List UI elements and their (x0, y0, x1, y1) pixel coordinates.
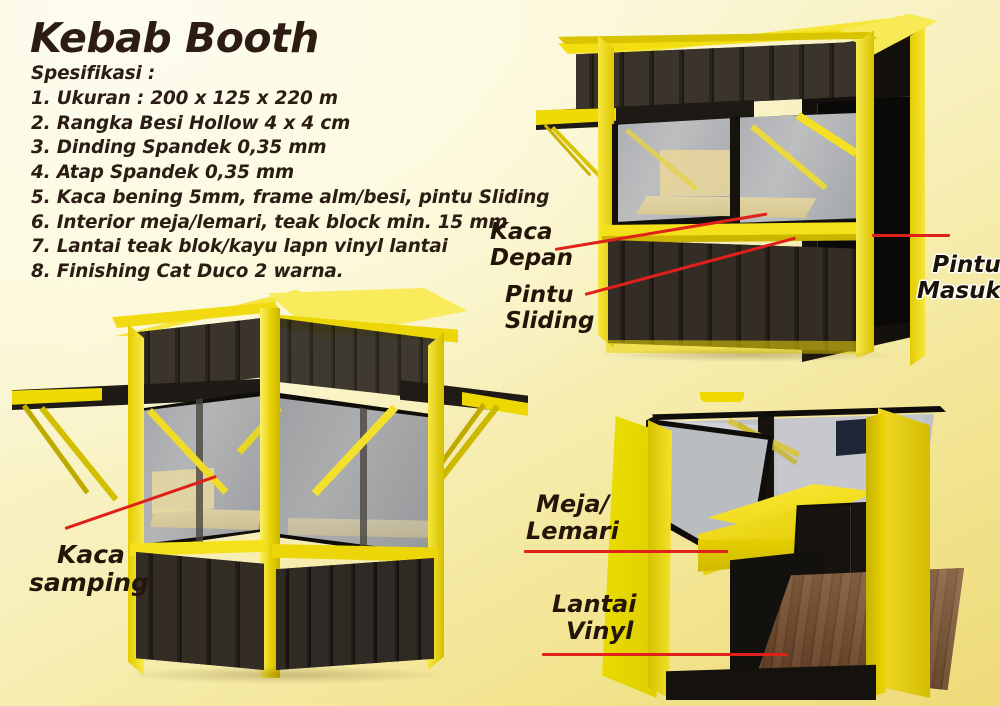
sliding-door-mullion[interactable] (730, 115, 740, 229)
label-meja-lemari-line1: Meja/ (536, 490, 610, 518)
spec-item-4: 4. Atap Spandek 0,35 mm (31, 162, 295, 183)
mullion-right-face[interactable] (360, 407, 367, 561)
leader-meja-lemari (524, 550, 728, 554)
lower-spandek-wall (608, 240, 866, 352)
mullion-left-face[interactable] (196, 398, 203, 547)
front-post-right (856, 30, 874, 358)
label-pintu-masuk-line1: Pintu (932, 252, 1000, 278)
awning-edge-trim (536, 108, 616, 126)
label-kaca-depan: Kaca Depan (490, 219, 573, 272)
booth-corner-perspective (0, 280, 528, 706)
label-pintu-masuk-line2: Masuk (917, 277, 1000, 304)
interior-right-post (866, 412, 886, 698)
interior-threshold (666, 664, 876, 700)
interior-counter (636, 196, 816, 218)
base-rail (606, 340, 868, 354)
specification-list: Spesifikasi : 1. Ukuran : 200 x 125 x 22… (31, 62, 550, 285)
page-title: Kebab Booth (30, 14, 319, 62)
label-pintu-sliding-line1: Pintu (505, 282, 574, 308)
label-kaca-samping: Kaca samping (29, 540, 149, 597)
lower-wall-right (276, 558, 434, 670)
spec-item-2: 2. Rangka Besi Hollow 4 x 4 cm (31, 112, 351, 134)
ground-shadow-front (600, 348, 900, 362)
booth-interior-view (590, 392, 1000, 706)
spec-item-7: 7. Lantai teak blok/kayu lapn vinyl lant… (31, 236, 448, 258)
awning-right-strut (438, 404, 500, 481)
label-pintu-masuk: Pintu Masuk (917, 252, 1000, 305)
spec-heading: Spesifikasi : (31, 63, 156, 84)
lower-wall-left (136, 552, 264, 670)
label-lantai-vinyl-line1: Lantai (552, 590, 637, 618)
spec-item-3: 3. Dinding Spandek 0,35 mm (31, 137, 327, 159)
sill-rail-right (272, 544, 438, 562)
awning-left-trim (12, 388, 102, 405)
spec-item-8: 8. Finishing Cat Duco 2 warna. (31, 261, 344, 282)
ground-shadow-corner (120, 666, 450, 684)
label-pintu-sliding: Pintu Sliding (505, 282, 595, 335)
sill-rail-left (130, 540, 266, 556)
spec-item-6: 6. Interior meja/lemari, teak block min.… (31, 211, 508, 233)
spec-item-1: 1. Ukuran : 200 x 125 x 220 m (31, 87, 338, 109)
sill-shadow (602, 234, 872, 243)
booth-front-perspective (536, 0, 1000, 400)
interior-roof-nub (700, 392, 744, 402)
upper-spandek-band (576, 42, 856, 110)
interior-right-wall (878, 408, 930, 698)
leader-lantai-vinyl (542, 653, 788, 657)
interior-wall-glow (660, 150, 738, 196)
interior-counter-left (150, 508, 262, 530)
label-kaca-samping-line1: Kaca (57, 540, 125, 569)
corner-post-center (260, 308, 280, 678)
label-kaca-samping-line2: samping (29, 568, 149, 597)
label-lantai-vinyl: Lantai Vinyl (552, 591, 636, 645)
awning-strut-1 (543, 124, 592, 177)
awning-left-strut-2 (39, 406, 119, 502)
label-kaca-depan-line1: Kaca (490, 219, 553, 245)
label-lantai-vinyl-line2: Vinyl (566, 616, 634, 645)
interior-left-post (648, 420, 672, 698)
spec-item-5: 5. Kaca bening 5mm, frame alm/besi, pint… (31, 186, 550, 208)
leader-pintu-masuk (872, 234, 950, 238)
interior-panel-glow-left (152, 468, 214, 514)
label-meja-lemari-line2: Lemari (526, 516, 619, 545)
corner-post-right (910, 26, 925, 366)
label-meja-lemari: Meja/ Lemari (526, 490, 619, 545)
label-pintu-sliding-line2: Sliding (505, 307, 595, 334)
